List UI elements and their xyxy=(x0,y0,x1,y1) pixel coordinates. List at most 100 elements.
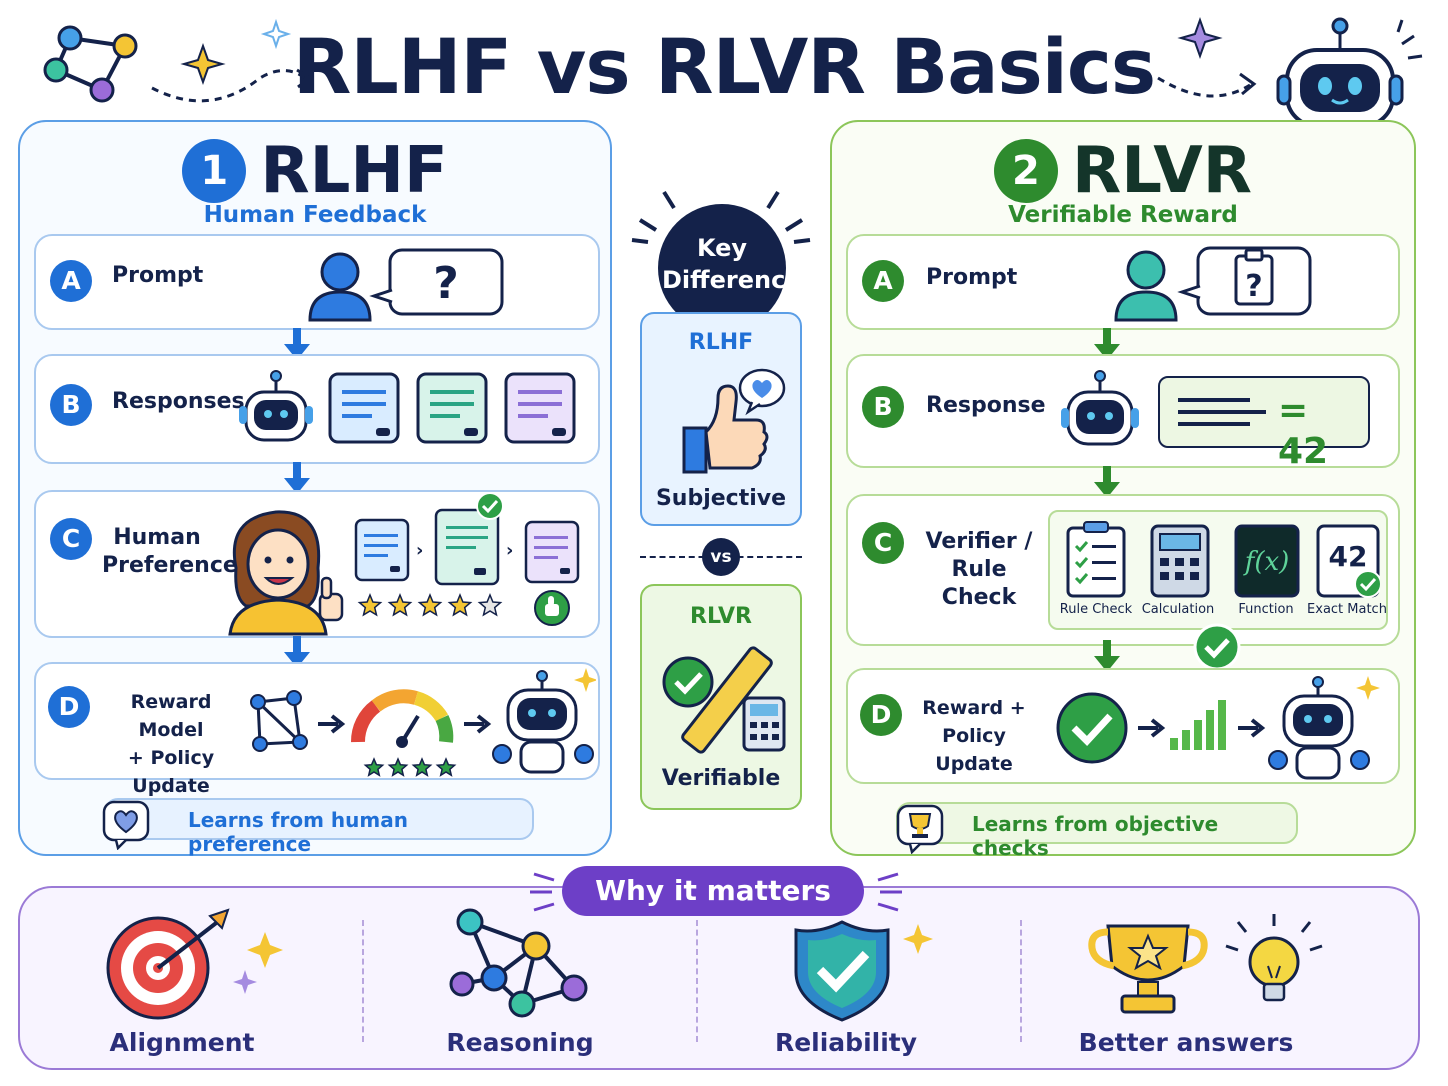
rlvr-step-reward-policy: D Reward + Policy Update xyxy=(846,668,1400,784)
center-rlvr-card: RLVR Verifiable xyxy=(640,584,802,810)
star-icon xyxy=(477,593,503,617)
trophy-icon xyxy=(1088,914,1323,1014)
center-rlvr-caption: Verifiable xyxy=(661,766,781,791)
check-ruler-calculator-icon xyxy=(662,646,786,754)
footer-text: Learns from human preference xyxy=(188,808,408,856)
center-rlvr-name: RLVR xyxy=(690,604,752,629)
reward-policy-illustration xyxy=(250,668,596,777)
step-letter: B xyxy=(862,386,904,428)
label-line: Preference xyxy=(102,553,238,578)
arrow-down-icon xyxy=(284,462,310,494)
star-icon xyxy=(447,593,473,617)
check-circle-icon xyxy=(1056,692,1128,764)
arrow-right-icon xyxy=(464,714,492,734)
label-line: Reward Model xyxy=(130,691,212,741)
happy-robot-icon xyxy=(492,670,594,774)
vs-badge: vs xyxy=(702,538,740,576)
divider xyxy=(1020,920,1022,1042)
answer-value: = 42 xyxy=(1278,390,1329,472)
rlvr-title: RLVR xyxy=(1071,134,1253,208)
exact-match-icon: 42 xyxy=(1316,524,1380,598)
arrow-right-icon xyxy=(318,714,346,734)
why-label-alignment: Alignment xyxy=(109,1028,255,1057)
verifier-label: Calculation xyxy=(1141,602,1215,617)
sparkle-icon xyxy=(247,932,283,968)
why-label-reasoning: Reasoning xyxy=(446,1028,594,1057)
user-icon xyxy=(308,252,372,322)
rlhf-step-responses: B Responses xyxy=(34,354,600,464)
ruler-icon xyxy=(681,646,773,754)
question-mark: ? xyxy=(433,258,459,309)
step-label: Human Preference xyxy=(102,524,238,580)
arrow-right-icon xyxy=(1238,718,1266,738)
star-icon xyxy=(417,593,443,617)
sparkle-icon xyxy=(903,924,933,954)
response-card-purple xyxy=(524,520,580,584)
divider xyxy=(362,920,364,1042)
heart-chat-icon xyxy=(102,800,150,850)
heading-line: Difference xyxy=(662,266,802,294)
title-decoration-left xyxy=(43,18,313,103)
checklist-icon xyxy=(1066,521,1126,598)
label-line: + Policy Update xyxy=(127,747,215,797)
rlvr-subtitle: Verifiable Reward xyxy=(1008,202,1238,228)
rlhf-step-human-preference: C Human Preference › xyxy=(34,490,600,638)
check-circle-icon xyxy=(1193,623,1241,671)
step-label: Prompt xyxy=(926,265,1018,290)
rlhf-footer: Learns from human preference xyxy=(102,798,534,856)
arrow-down-icon xyxy=(284,328,310,360)
verifier-icons: f(x) 42 xyxy=(1066,521,1380,598)
label-line: Policy Update xyxy=(935,725,1013,775)
happy-robot-icon xyxy=(1268,676,1370,780)
sparkle-icon xyxy=(1356,676,1380,700)
footer-text: Learns from objective checks xyxy=(972,812,1219,860)
verifier-label: Function xyxy=(1238,602,1294,617)
rlhf-step-prompt: A Prompt ? xyxy=(34,234,600,330)
answer-card: = 42 xyxy=(1158,376,1370,472)
rlhf-step-reward-model: D Reward Model + Policy Update xyxy=(34,662,600,797)
center-rlhf-caption: Subjective xyxy=(655,486,787,511)
network-icon xyxy=(250,690,308,752)
rlvr-step-verifier: C Verifier / Rule Check xyxy=(846,494,1400,646)
trophy-chat-icon xyxy=(896,804,944,854)
response-card-teal xyxy=(416,372,488,444)
response-card-teal-selected xyxy=(434,492,504,586)
step-letter: D xyxy=(860,694,902,736)
verifier-label: Rule Check xyxy=(1059,602,1133,617)
star-icon xyxy=(387,593,413,617)
bar-growth-icon xyxy=(1170,700,1226,750)
shield-check-icon xyxy=(794,920,933,1022)
center-rlhf-card: RLHF Subjective xyxy=(640,312,802,526)
chevron-right-icon: › xyxy=(416,540,423,561)
star-icon xyxy=(411,757,433,777)
rlvr-step-prompt: A Prompt ? xyxy=(846,234,1400,330)
key-difference-bubble xyxy=(631,190,811,314)
page-title: RLHF vs RLVR Basics xyxy=(292,22,1156,111)
arrow-down-icon xyxy=(284,636,310,668)
heading-line: Key xyxy=(696,234,748,262)
exact-match-symbol: 42 xyxy=(1329,540,1368,573)
step-letter: D xyxy=(48,686,90,728)
gauge-icon xyxy=(350,689,454,748)
rlvr-number-badge: 2 xyxy=(993,139,1058,203)
star-icon xyxy=(363,757,385,777)
sparkle-icon xyxy=(260,18,292,50)
person-thumbs-up-illustration xyxy=(228,510,344,636)
key-difference-heading: Key Difference xyxy=(662,232,802,296)
why-title: Why it matters xyxy=(562,866,864,916)
rating-stars xyxy=(357,593,503,617)
step-label: Response xyxy=(926,393,1046,418)
sparkle-icon xyxy=(1177,17,1223,59)
person-icon xyxy=(228,510,328,636)
label-line: Rule Check xyxy=(941,557,1017,610)
sparkle-icon xyxy=(180,43,226,85)
question-mark: ? xyxy=(1245,269,1262,304)
speech-bubble-icon xyxy=(369,248,504,316)
function-icon: f(x) xyxy=(1234,524,1300,598)
response-card-purple xyxy=(504,372,576,444)
rlhf-subtitle: Human Feedback xyxy=(203,202,427,228)
star-icon xyxy=(435,757,457,777)
